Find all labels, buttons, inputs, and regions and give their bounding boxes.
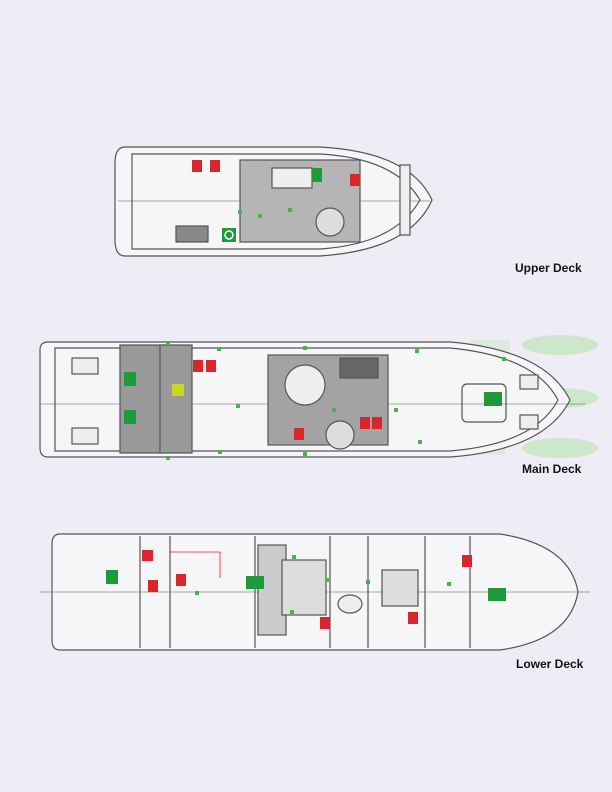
fire-extinguisher-sign-icon: [193, 360, 203, 372]
emergency-exit-sign-icon: [488, 588, 506, 601]
fire-extinguisher-sign-icon: [408, 612, 418, 624]
first-aid-sign-icon: [142, 550, 153, 561]
emergency-exit-sign-icon: [246, 576, 264, 589]
main-deck-signs: [124, 360, 502, 440]
fire-extinguisher-sign-icon: [462, 555, 472, 567]
fire-extinguisher-sign-icon: [320, 617, 330, 629]
upper-deck-label: Upper Deck: [515, 261, 582, 275]
fire-extinguisher-sign-icon: [148, 580, 158, 592]
fire-extinguisher-sign-icon: [350, 174, 360, 186]
emergency-exit-sign-icon: [124, 410, 136, 424]
fire-extinguisher-sign-icon: [192, 160, 202, 172]
lower-deck-label: Lower Deck: [516, 657, 584, 671]
emergency-exit-sign-icon: [106, 570, 118, 584]
lower-deck-signs: [106, 550, 506, 629]
fire-extinguisher-sign-icon: [294, 428, 304, 440]
fire-extinguisher-sign-icon: [176, 574, 186, 586]
emergency-exit-sign-icon: [484, 392, 502, 406]
main-deck-plan: [39, 341, 585, 458]
main-deck-label: Main Deck: [522, 462, 582, 476]
lower-deck-plan: [40, 533, 590, 651]
fire-extinguisher-sign-icon: [210, 160, 220, 172]
first-aid-sign-icon: [206, 360, 216, 372]
lifebuoy-sign-icon: [222, 228, 236, 242]
upper-deck-signs: [192, 160, 360, 242]
fire-extinguisher-sign-icon: [372, 417, 382, 429]
emergency-exit-sign-icon: [124, 372, 136, 386]
emergency-exit-sign-icon: [312, 168, 322, 182]
fire-extinguisher-sign-icon: [360, 417, 370, 429]
emergency-light-icons: [166, 208, 506, 614]
upper-deck-plan: [114, 146, 433, 257]
lifebuoy-sign-icon: [172, 384, 184, 396]
